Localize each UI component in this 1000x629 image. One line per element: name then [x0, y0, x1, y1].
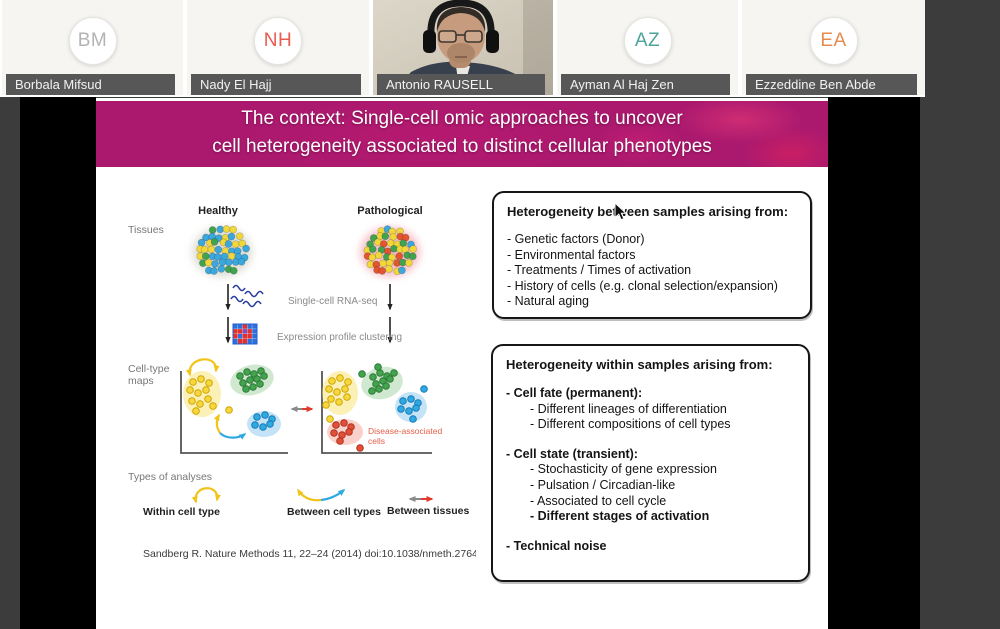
legend-within-arrow	[191, 487, 221, 504]
celltype-maps-label: Cell-type	[128, 363, 170, 375]
tissues-row-label: Tissues	[128, 224, 164, 236]
box1-item: - History of cells (e.g. clonal selectio…	[507, 278, 778, 293]
participant-tile-ezzeddine[interactable]: EA Ezzeddine Ben Abde	[742, 0, 925, 95]
cell-state-item: - Associated to cell cycle	[530, 493, 667, 508]
tissue-blob-healthy	[192, 225, 252, 277]
between-celltypes-arrow	[219, 432, 247, 440]
cell-state-item: - Stochasticity of gene expression	[530, 462, 717, 477]
slide-title-line1: The context: Single-cell omic approaches…	[241, 108, 683, 129]
participant-name: Ezzeddine Ben Abde	[746, 74, 917, 95]
tissue-blob-pathological	[360, 225, 420, 277]
screen-share-area: The context: Single-cell omic approaches…	[0, 97, 1000, 629]
cell-state-item: - Pulsation / Circadian-like	[530, 477, 676, 492]
box2-title: Heterogeneity within samples arising fro…	[506, 357, 773, 372]
single-cell-figure: Healthy Pathological Tissues	[128, 205, 476, 560]
heterogeneity-within-box: Heterogeneity within samples arising fro…	[491, 344, 810, 582]
disease-cells-label: Disease-associated	[368, 426, 442, 436]
rna-squiggles-icon	[230, 284, 264, 308]
avatar: BM	[68, 17, 117, 65]
participant-tile-nady[interactable]: NH Nady El Hajj	[187, 0, 369, 95]
healthy-column-label: Healthy	[198, 205, 239, 217]
slide-title-line2: cell heterogeneity associated to distinc…	[212, 136, 712, 157]
heatmap-icon	[233, 324, 257, 344]
technical-noise-item: - Technical noise	[506, 538, 607, 553]
disease-cells-label2: cells	[368, 436, 385, 446]
cell-state-item: - Different stages of activation	[530, 509, 710, 524]
celltype-map-healthy	[180, 358, 288, 454]
participant-tile-antonio-video[interactable]: Antonio RAUSELL	[373, 0, 553, 95]
clustering-step-label: Expression profile clustering	[277, 332, 402, 343]
participant-strip: BM Borbala Mifsud NH Nady El Hajj	[0, 0, 925, 97]
box1-item: - Treatments / Times of activation	[507, 263, 692, 278]
letterbox-left	[20, 97, 96, 629]
figure-citation: Sandberg R. Nature Methods 11, 22–24 (20…	[143, 548, 476, 560]
participant-tile-ayman[interactable]: AZ Ayman Al Haj Zen	[557, 0, 738, 95]
participant-name: Borbala Mifsud	[6, 74, 175, 95]
avatar: NH	[254, 17, 302, 65]
box1-item: - Environmental factors	[507, 247, 636, 262]
cell-fate-item: - Different lineages of differentiation	[530, 401, 727, 416]
cell-fate-item: - Different compositions of cell types	[530, 417, 731, 432]
participant-name: Ayman Al Haj Zen	[561, 74, 730, 95]
participant-tile-borbala[interactable]: BM Borbala Mifsud	[2, 0, 183, 95]
avatar: AZ	[623, 17, 672, 65]
disease-cells-dots	[330, 419, 364, 452]
legend-between-tissues-label: Between tissues	[387, 505, 469, 517]
pathological-column-label: Pathological	[357, 205, 422, 217]
box1-title: Heterogeneity between samples arising fr…	[507, 204, 789, 219]
mouse-cursor	[614, 202, 628, 221]
cell-state-header: - Cell state (transient):	[506, 446, 638, 461]
participant-name: Antonio RAUSELL	[377, 74, 545, 95]
slide-title-banner: The context: Single-cell omic approaches…	[96, 101, 828, 167]
letterbox-right	[828, 97, 920, 629]
box1-item: - Natural aging	[507, 294, 589, 309]
within-celltype-arrow	[185, 358, 220, 377]
analyses-types-label: Types of analyses	[128, 471, 212, 483]
legend-between-types-arrow	[297, 488, 322, 502]
avatar: EA	[809, 17, 858, 65]
scrnaseq-step-label: Single-cell RNA-seq	[288, 296, 377, 307]
heterogeneity-between-box: Heterogeneity between samples arising fr…	[492, 191, 812, 319]
presentation-slide: The context: Single-cell omic approaches…	[96, 98, 828, 629]
participant-name: Nady El Hajj	[191, 74, 361, 95]
celltype-map-pathological: Disease-associated cells	[321, 363, 442, 454]
box1-item: - Genetic factors (Donor)	[507, 232, 645, 246]
celltype-maps-label2: maps	[128, 375, 154, 387]
legend-within-label: Within cell type	[143, 506, 220, 518]
cell-fate-header: - Cell fate (permanent):	[506, 386, 643, 400]
legend-between-types-label: Between cell types	[287, 506, 381, 518]
